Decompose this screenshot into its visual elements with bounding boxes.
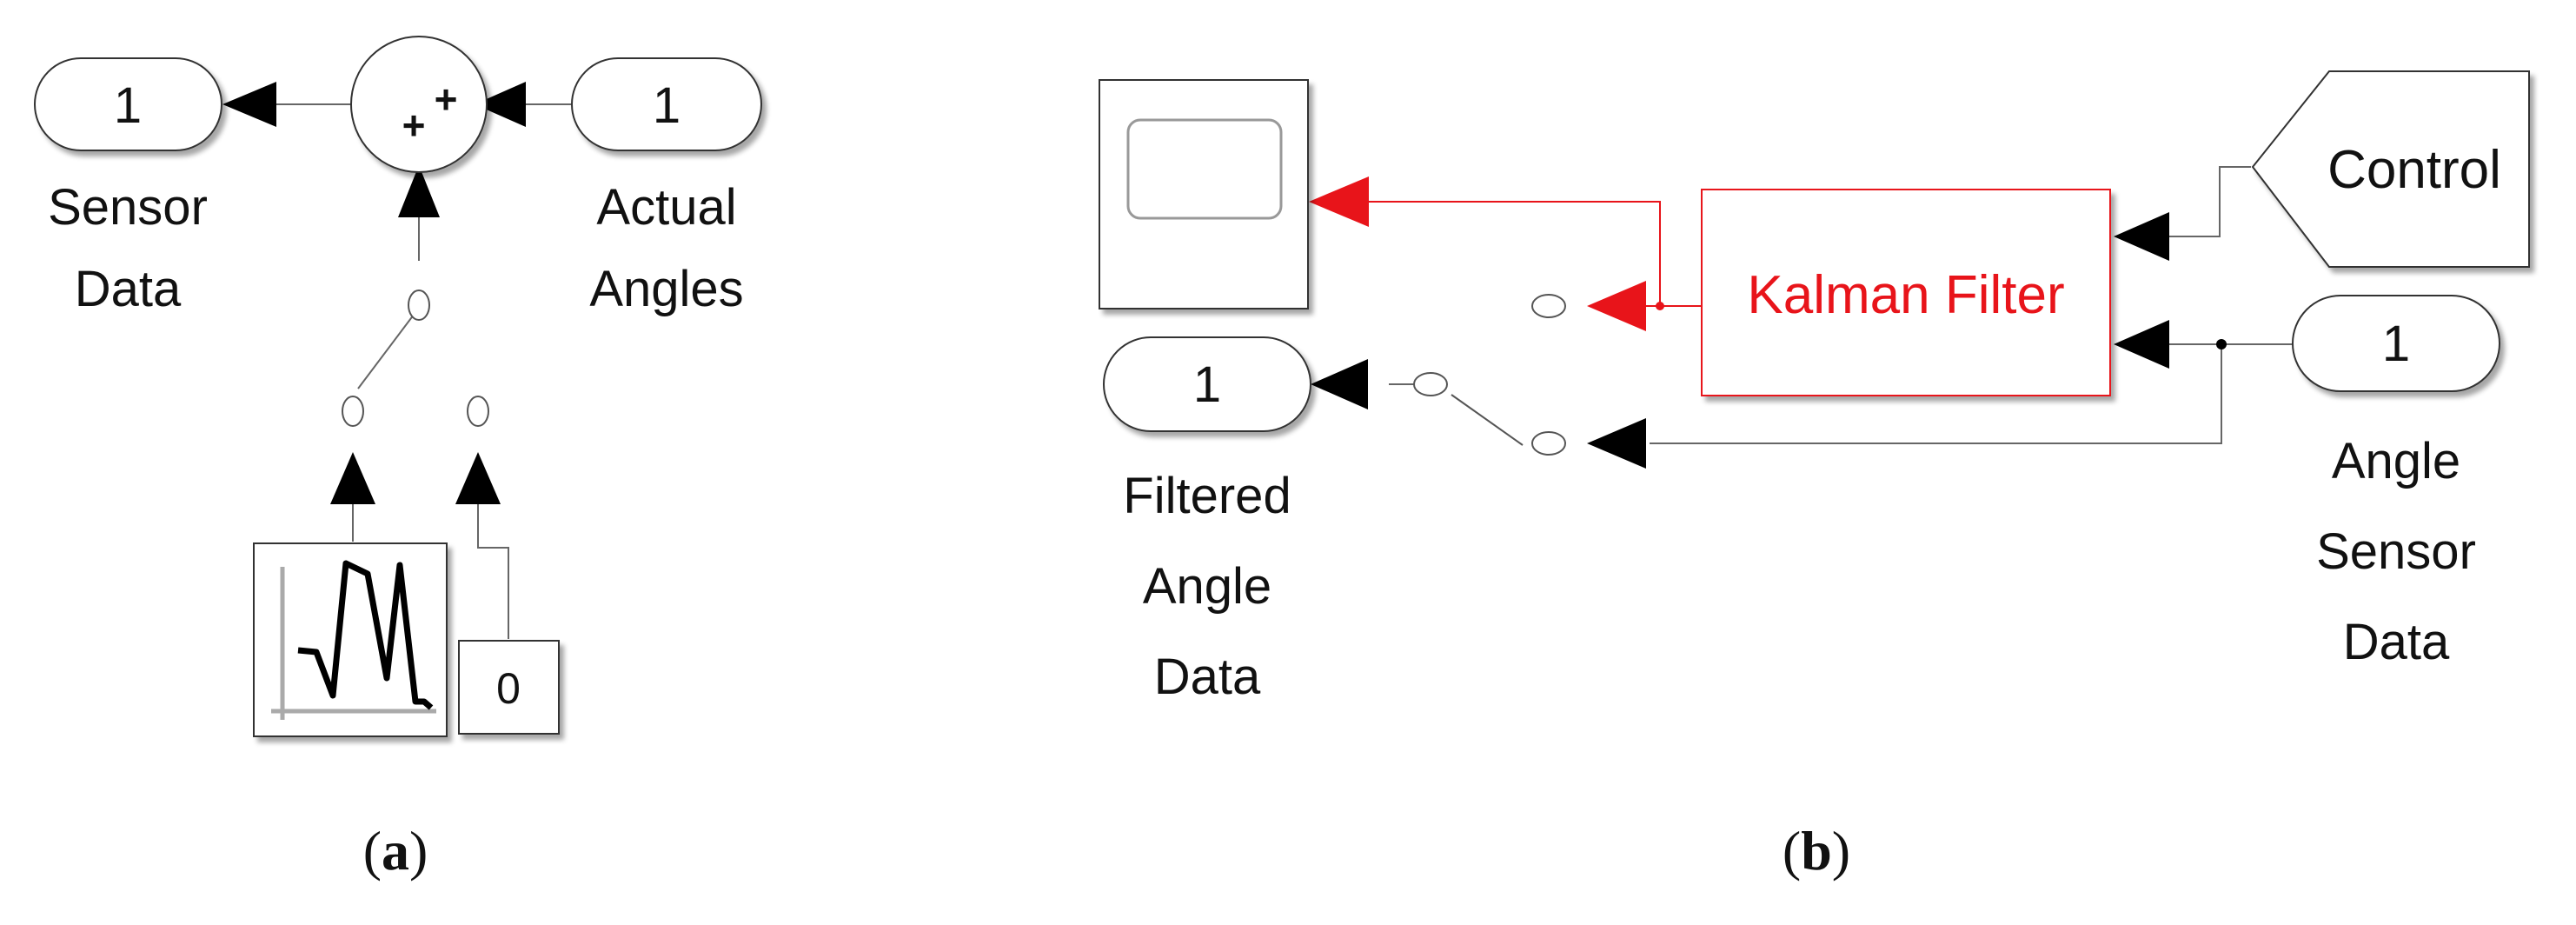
switch-contact-right	[467, 396, 489, 427]
branch-dot-red	[1656, 302, 1664, 310]
sum-sign-left: +	[402, 103, 426, 148]
outport-sensor-data[interactable]: 1	[34, 57, 222, 151]
signal-waveform-icon	[297, 560, 434, 710]
arrow-into-switch-black	[1587, 418, 1646, 469]
switch-b-contact-output	[1413, 372, 1448, 396]
sum-circle	[350, 36, 488, 173]
outport-label-line2: Data	[75, 261, 182, 317]
arrow-into-switch-left	[330, 452, 375, 504]
panel-a-wires	[276, 103, 572, 639]
caption-b: (b)	[1783, 820, 1850, 882]
manual-switch-b[interactable]	[1413, 294, 1566, 456]
signal-builder-block[interactable]	[253, 542, 448, 737]
kalman-frame	[1701, 189, 2111, 396]
panel-b-wires	[1356, 166, 2293, 446]
inport-b-label-line1: Angle	[2332, 433, 2460, 489]
panel-a-arrows	[222, 82, 526, 504]
outport-value: 1	[114, 77, 142, 134]
inport-b-label-line3: Data	[2343, 614, 2450, 670]
inport-b-shape	[2292, 295, 2500, 392]
inport-label-line1: Actual	[596, 179, 736, 236]
wire-inport-to-switch	[1650, 344, 2222, 444]
arrow-into-scope	[1309, 176, 1369, 227]
switch-b-lever	[1451, 394, 1524, 446]
kalman-filter-block[interactable]: Kalman Filter	[1701, 189, 2111, 396]
inport-shape	[571, 57, 762, 151]
wire-constant-to-switch	[477, 504, 509, 639]
inport-b-label-line2: Sensor	[2316, 523, 2476, 580]
panel-b: 1 Filtered Angle Data Kalman Filter Cont…	[1099, 70, 2530, 882]
inport-label-line2: Angles	[589, 261, 743, 317]
arrow-into-outport	[222, 82, 276, 127]
arrow-into-sum-right	[475, 82, 526, 127]
arrow-into-switch-red	[1587, 281, 1646, 331]
arrow-into-outport-b	[1311, 359, 1368, 409]
constant-value: 0	[496, 664, 521, 713]
caption-a: (a)	[363, 820, 428, 882]
outport-b-value: 1	[1193, 356, 1221, 413]
outport-shape	[34, 57, 222, 151]
switch-b-contact-black	[1531, 431, 1566, 456]
scope-screen-icon	[1126, 118, 1283, 220]
sum-sign-top: +	[435, 77, 458, 122]
panel-a: 1 Sensor Data + + 1 Actual Angles 0	[34, 36, 762, 882]
outport-label-line1: Sensor	[48, 179, 208, 236]
outport-b-shape	[1103, 336, 1311, 432]
manual-switch[interactable]	[342, 289, 489, 427]
switch-lever	[357, 314, 415, 389]
from-tag-label: Control	[2327, 140, 2501, 200]
wire-kalman-to-scope	[1356, 201, 1702, 307]
sum-block[interactable]: + +	[350, 36, 488, 173]
inport-b-value: 1	[2382, 316, 2410, 372]
inport-angle-sensor-data[interactable]: 1	[2292, 295, 2500, 392]
from-tag-shape	[2251, 70, 2530, 268]
switch-contact-left	[342, 396, 364, 427]
inport-actual-angles[interactable]: 1	[571, 57, 762, 151]
panel-b-arrows	[1309, 176, 2169, 469]
arrow-into-switch-right	[455, 452, 501, 504]
from-tag-control[interactable]: Control	[2251, 70, 2530, 268]
kalman-label: Kalman Filter	[1747, 265, 2064, 325]
scope-block[interactable]	[1099, 79, 1309, 309]
outport-b-label-line2: Angle	[1143, 558, 1271, 615]
branch-dot-black	[2216, 339, 2227, 349]
wire-control-to-kalman	[2164, 166, 2251, 237]
outport-filtered-angle-data[interactable]: 1	[1103, 336, 1311, 432]
switch-contact-top	[408, 289, 430, 321]
constant-frame	[458, 640, 560, 735]
arrow-into-kalman-bottom	[2114, 320, 2169, 369]
constant-block[interactable]: 0	[458, 640, 560, 735]
switch-b-contact-red	[1531, 294, 1566, 318]
arrow-into-kalman-top	[2114, 212, 2169, 261]
outport-b-label-line1: Filtered	[1123, 468, 1291, 524]
arrow-into-sum-bottom	[398, 165, 440, 217]
outport-b-label-line3: Data	[1154, 649, 1261, 705]
inport-value: 1	[653, 77, 681, 134]
